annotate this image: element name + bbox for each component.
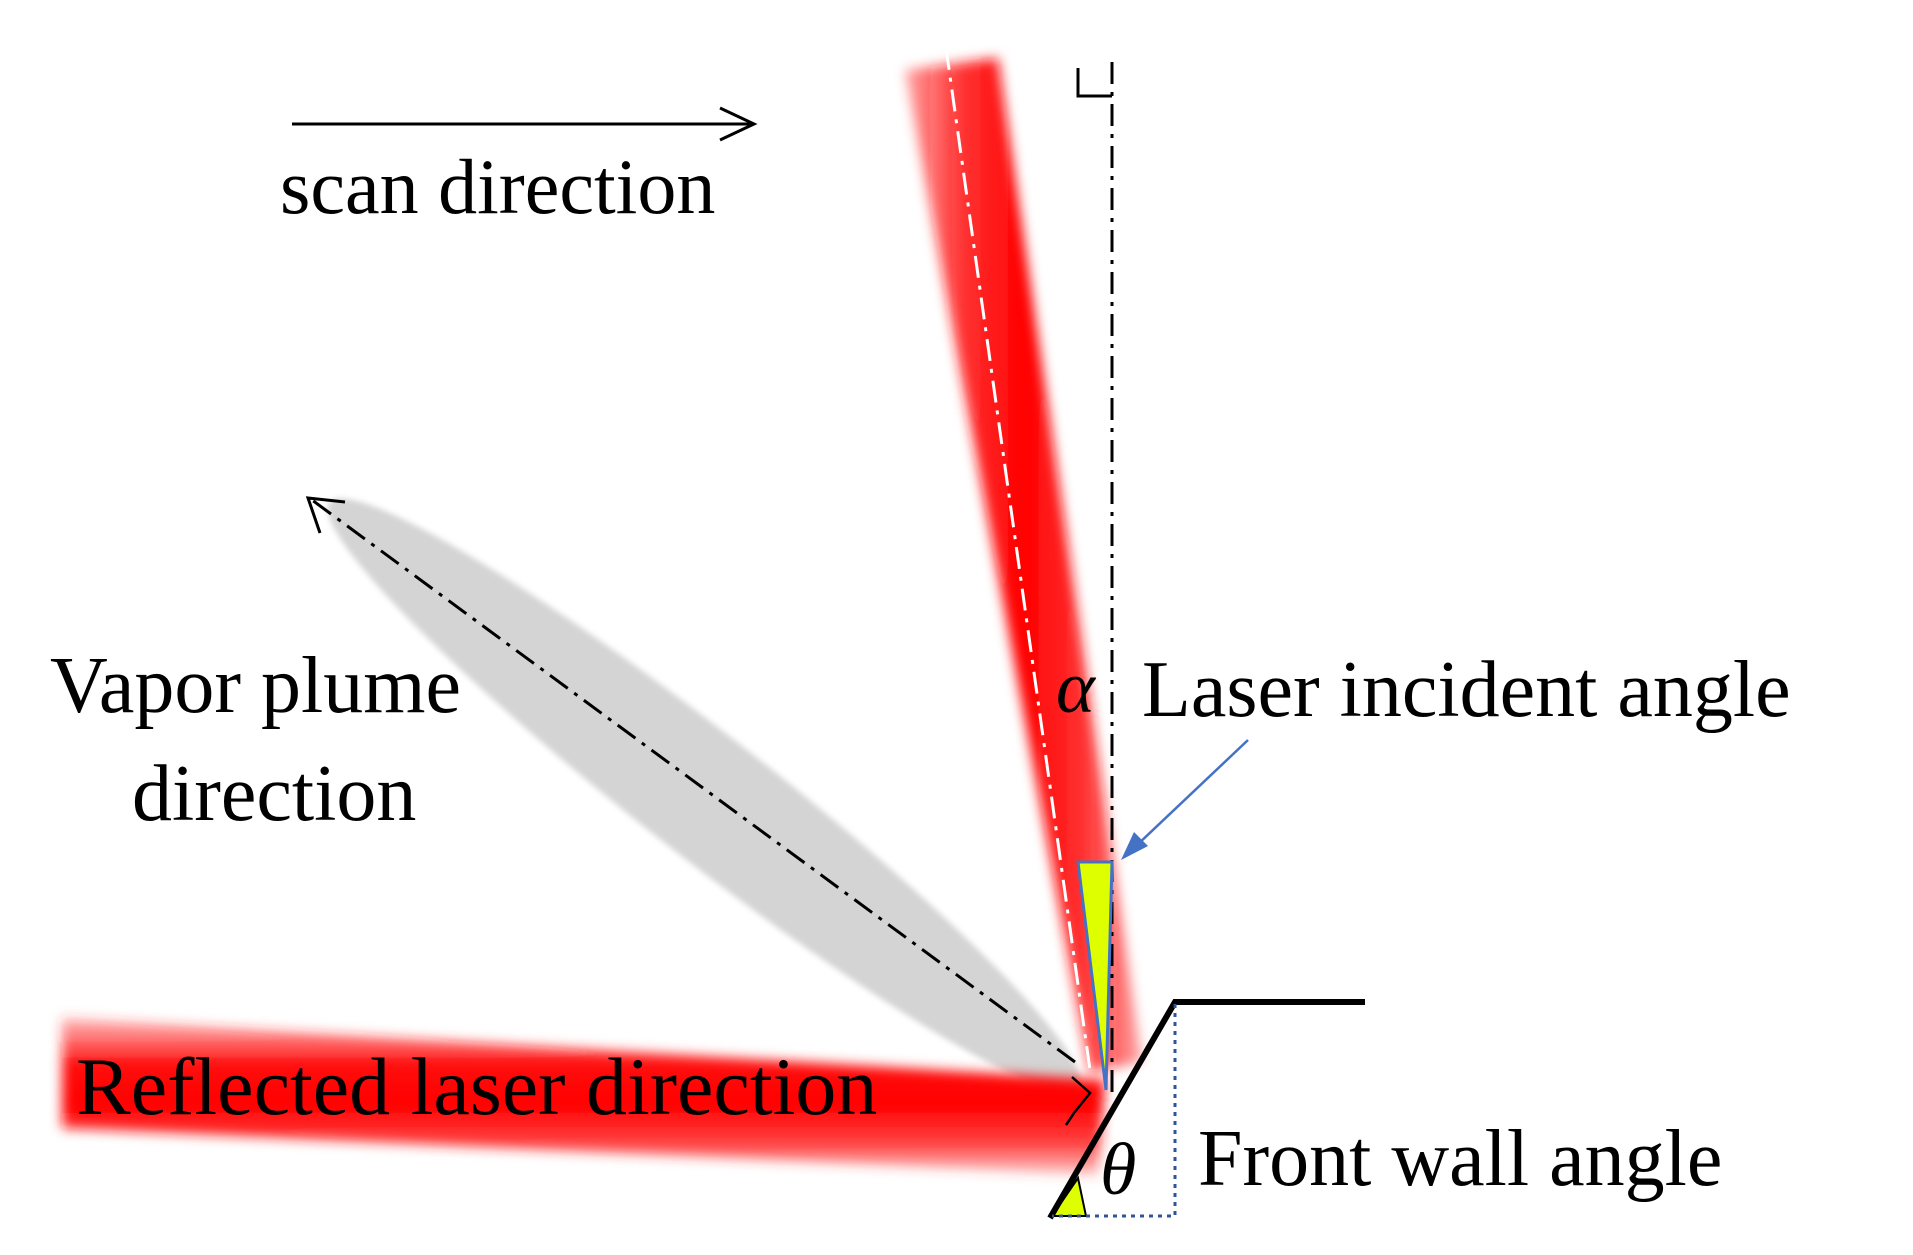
right-angle-mark-reflection (1064, 1076, 1092, 1126)
alpha-symbol: α (1056, 647, 1097, 729)
arrow-down-left-icon (1121, 832, 1148, 860)
incident-angle-wedge (1076, 860, 1114, 1091)
reflected-laser-direction-label: Reflected laser direction (76, 1041, 877, 1132)
arrow-up-left-icon (305, 496, 346, 534)
incident-angle-pointer-line (1135, 739, 1249, 847)
theta-symbol: θ (1100, 1129, 1136, 1211)
laser-incident-angle-label: Laser incident angle (1142, 646, 1791, 734)
vapor-plume-label-line1: Vapor plume (50, 642, 461, 730)
scan-direction-label: scan direction (280, 143, 715, 230)
right-angle-mark-top (1076, 68, 1112, 98)
plume-direction-line (311, 498, 1076, 1064)
reflected-laser-beam (62, 1018, 1105, 1175)
front-wall-profile (1047, 999, 1365, 1220)
vapor-plume-label-line2: direction (132, 750, 416, 838)
vapor-plume-shape (327, 498, 1081, 1092)
front-wall-angle-label: Front wall angle (1198, 1115, 1722, 1203)
incident-beam-centerline (944, 47, 1092, 1071)
incident-laser-beam (905, 58, 1142, 1072)
arrow-right-icon (719, 106, 758, 142)
